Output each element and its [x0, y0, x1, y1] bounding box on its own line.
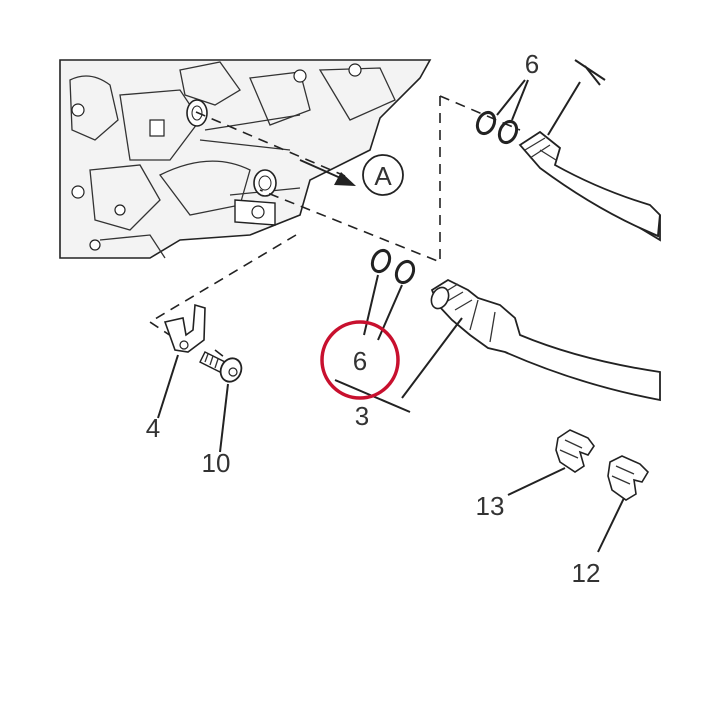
- callout-3: 3: [355, 401, 369, 431]
- clip-part-12: [597, 455, 650, 553]
- view-arrow-a: A: [299, 154, 404, 196]
- callout-10: 10: [202, 448, 231, 478]
- engine-block: [59, 59, 432, 259]
- callout-6-upper: 6: [525, 49, 539, 79]
- callout-4: 4: [146, 413, 160, 443]
- clip-part-13: [507, 429, 595, 496]
- lower-hose: [334, 278, 661, 413]
- callout-12: 12: [572, 558, 601, 588]
- lower-o-rings: [363, 248, 416, 341]
- upper-hose: [518, 59, 661, 242]
- upper-o-rings: [475, 79, 529, 145]
- bracket-part-4: [157, 303, 206, 419]
- highlight-circle: [320, 320, 400, 400]
- view-label-a: A: [374, 161, 392, 191]
- bolt-part-10: [199, 351, 243, 453]
- callout-13: 13: [476, 491, 505, 521]
- callout-6-highlighted: 6: [353, 346, 367, 376]
